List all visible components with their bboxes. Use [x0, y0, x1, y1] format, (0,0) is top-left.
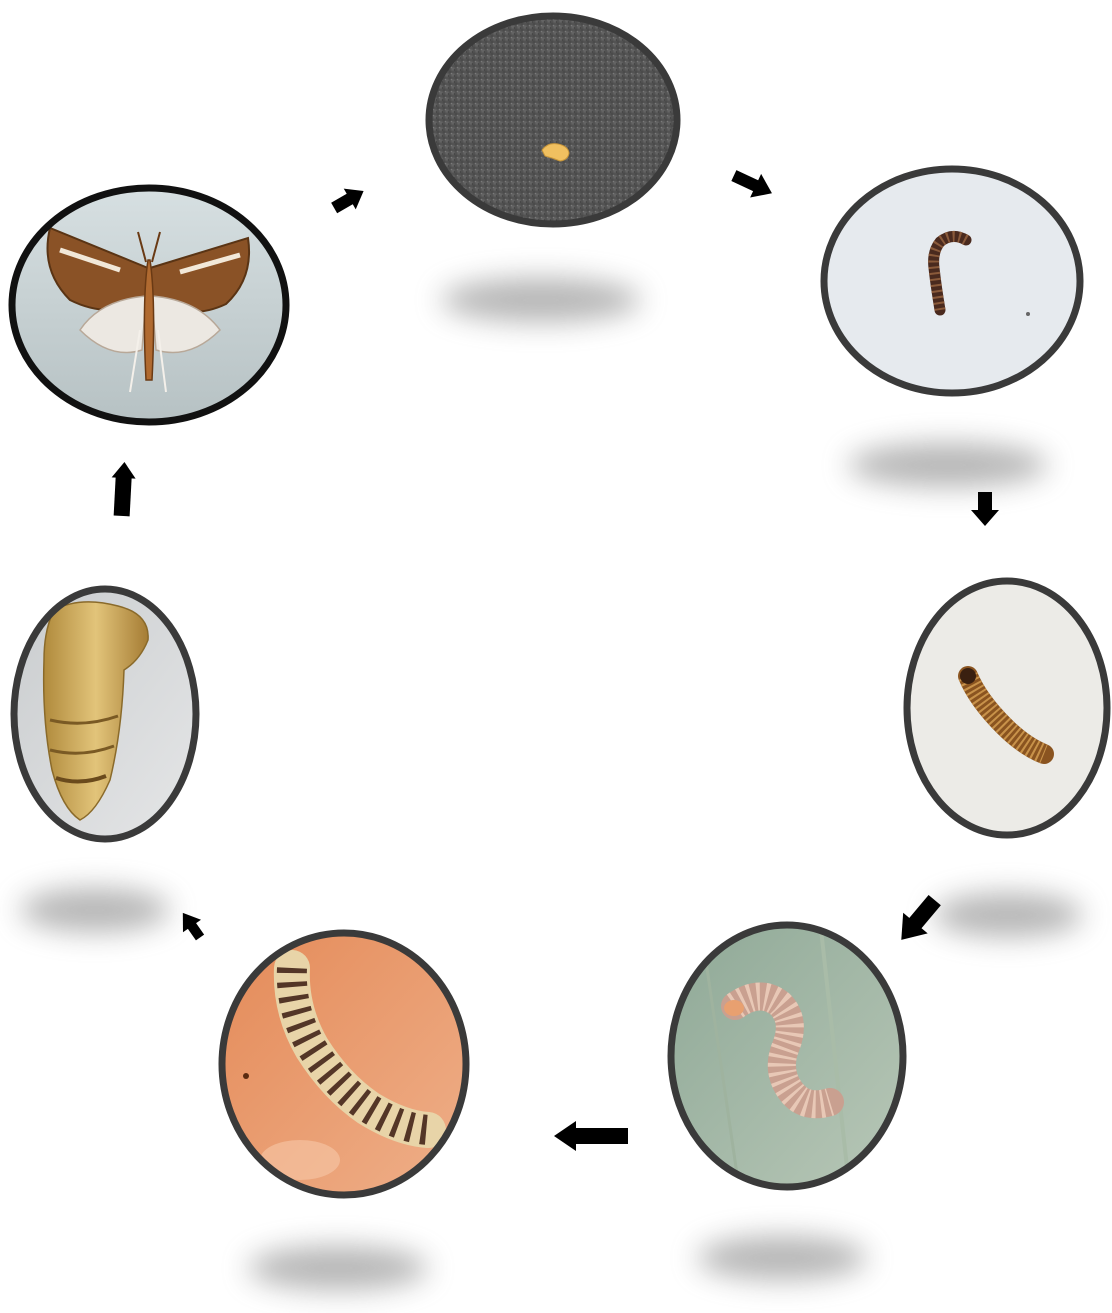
shadow-egg	[441, 278, 641, 322]
shadow-second-instar	[933, 893, 1083, 937]
stage-egg-larva	[420, 10, 690, 230]
arrow-adult-to-egg	[328, 181, 369, 219]
shadow-third-instar	[697, 1236, 867, 1280]
stage-fourth-instar	[218, 930, 470, 1200]
shadow-fourth-instar	[248, 1246, 428, 1290]
stage-second-instar	[900, 575, 1112, 840]
stage-adult-moth	[10, 185, 290, 425]
shadow-first-instar	[848, 443, 1048, 487]
arrow-fourth-to-pupa	[174, 907, 209, 944]
arrow-third-to-fourth	[554, 1121, 628, 1151]
arrow-pupa-to-adult	[110, 461, 137, 516]
arrow-first-to-second	[971, 492, 999, 526]
stage-third-instar	[665, 920, 910, 1195]
stage-first-instar	[820, 165, 1085, 400]
shadow-pupa	[20, 888, 170, 932]
stage-pupa	[10, 585, 205, 845]
arrow-egg-to-first	[728, 164, 777, 205]
